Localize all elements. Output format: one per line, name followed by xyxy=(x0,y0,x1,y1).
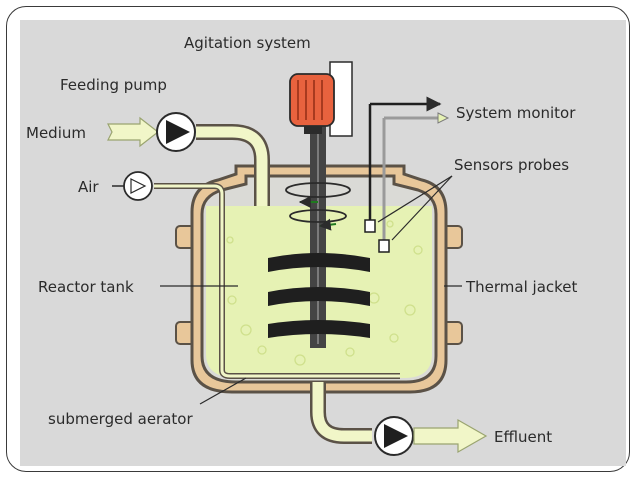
sensor-probes xyxy=(364,96,450,253)
medium-inlet-arrow xyxy=(107,116,159,148)
agitation-motor xyxy=(289,61,353,137)
label-agitation-system: Agitation system xyxy=(184,34,311,52)
label-reactor-tank: Reactor tank xyxy=(38,278,134,296)
label-effluent: Effluent xyxy=(494,428,552,446)
leader-lines xyxy=(160,175,462,405)
air-bubbles xyxy=(226,220,423,366)
effluent-outlet-arrow xyxy=(413,418,488,454)
label-sensors-probes: Sensors probes xyxy=(454,156,569,174)
effluent-pump xyxy=(374,416,414,456)
label-medium: Medium xyxy=(26,124,86,142)
label-system-monitor: System monitor xyxy=(456,104,576,122)
label-submerged-aerator: submerged aerator xyxy=(48,410,193,428)
feeding-pump xyxy=(156,112,196,152)
mixing-swirls xyxy=(285,182,351,223)
impeller-blades xyxy=(268,253,370,338)
label-air: Air xyxy=(78,178,99,196)
air-inlet xyxy=(112,171,153,201)
label-thermal-jacket: Thermal jacket xyxy=(465,278,578,296)
label-feeding-pump: Feeding pump xyxy=(60,76,167,94)
